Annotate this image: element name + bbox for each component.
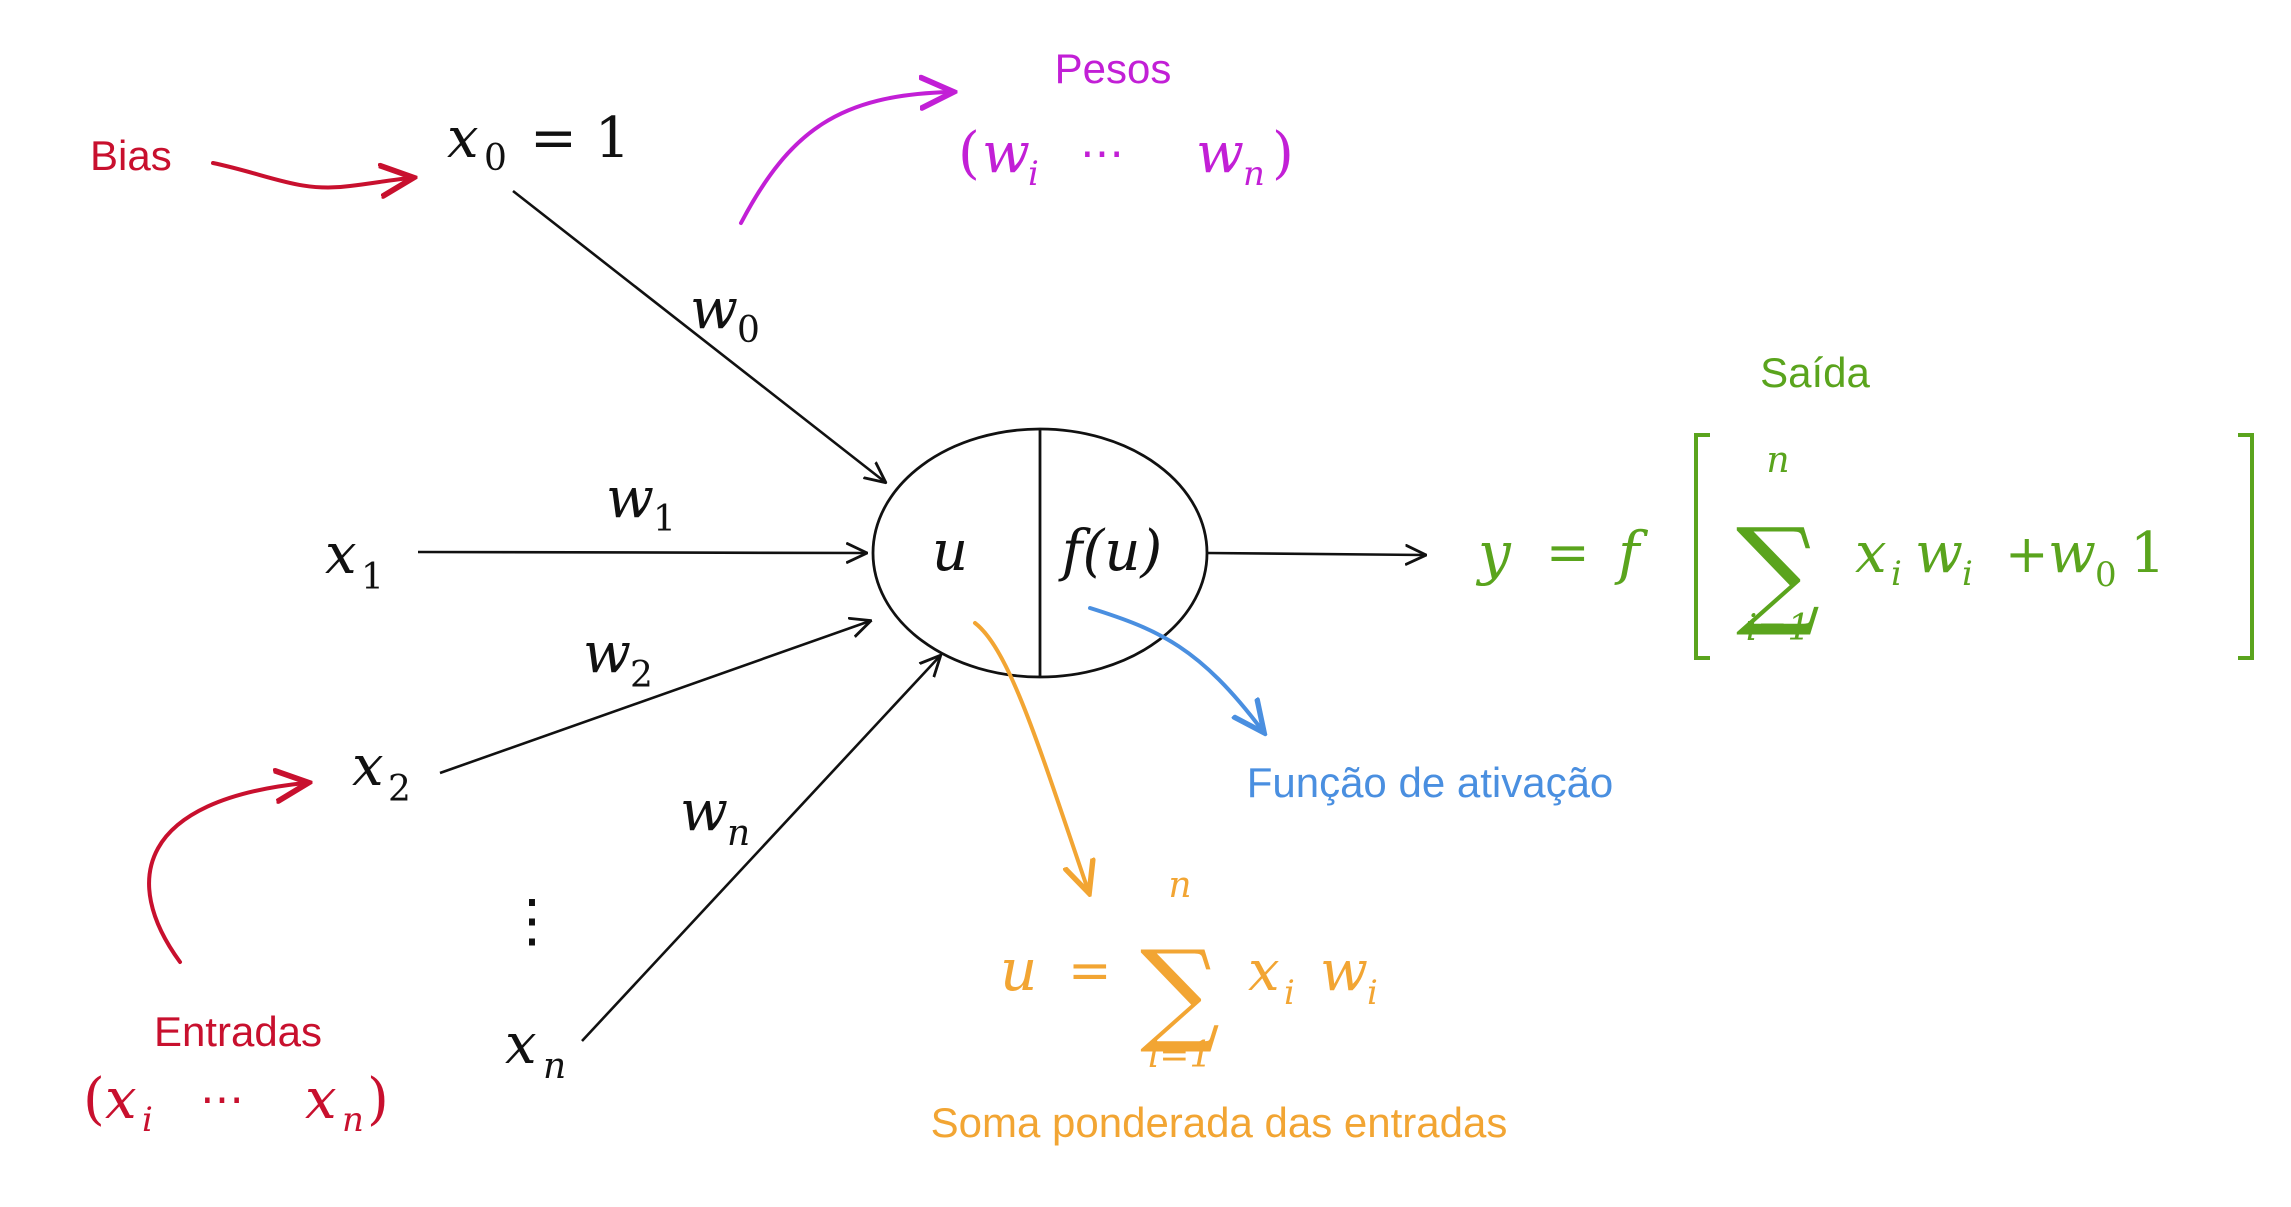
svg-text:1: 1 — [653, 499, 676, 540]
svg-text:1: 1 — [2130, 521, 2166, 586]
svg-text:0: 0 — [2095, 555, 2117, 595]
edge-x0-to-neuron — [512, 189, 885, 482]
svg-text:∑: ∑ — [1736, 502, 1820, 640]
input-x0: x 0 = 1 — [447, 106, 630, 179]
entradas-range: ( x i ⋯ x n ) — [83, 1067, 389, 1140]
svg-text:x: x — [1855, 521, 1887, 586]
edge-xn-to-neuron — [581, 656, 940, 1042]
svg-text:(: ( — [958, 121, 980, 186]
weight-wn: w n — [680, 779, 750, 854]
svg-text:x: x — [352, 734, 384, 799]
svg-text:⋯: ⋯ — [1080, 128, 1124, 179]
svg-text:w: w — [1320, 939, 1368, 1004]
svg-text:): ) — [1272, 121, 1294, 186]
svg-text:n: n — [1168, 865, 1191, 906]
svg-text:1: 1 — [361, 557, 384, 598]
svg-text:∑: ∑ — [1140, 927, 1220, 1057]
svg-text:n: n — [1243, 154, 1265, 194]
svg-text:i: i — [1284, 973, 1295, 1013]
svg-text:n: n — [543, 1046, 566, 1087]
svg-text:n: n — [342, 1100, 364, 1140]
svg-text:x: x — [447, 106, 479, 171]
svg-text:w: w — [1915, 521, 1963, 586]
neuron-sum-label: u — [932, 519, 968, 584]
svg-text:= 1: = 1 — [530, 106, 630, 171]
edge-x1-to-neuron — [417, 552, 866, 553]
svg-text:w: w — [2048, 521, 2096, 586]
input-vdots: ⋮ — [503, 886, 561, 954]
svg-text:x: x — [505, 1012, 537, 1077]
svg-text:⋯: ⋯ — [200, 1074, 244, 1125]
svg-text:w: w — [1196, 121, 1244, 186]
svg-text:): ) — [367, 1067, 389, 1132]
svg-text:2: 2 — [388, 769, 411, 810]
svg-text:x: x — [105, 1067, 137, 1132]
soma-ponderada-label: Soma ponderada das entradas — [931, 1099, 1508, 1146]
svg-text:+: + — [2005, 525, 2049, 585]
funcao-ativacao-label: Função de ativação — [1247, 759, 1614, 806]
svg-text:x: x — [325, 522, 357, 587]
pesos-range: ( w i ⋯ w n ) — [958, 121, 1294, 194]
edge-x2-to-neuron — [439, 621, 870, 775]
weight-w2: w 2 — [583, 621, 653, 696]
bias-label: Bias — [90, 132, 172, 179]
svg-text:i=1: i=1 — [1746, 608, 1811, 649]
output-left-bracket — [1694, 433, 1710, 660]
sum-formula: u = n ∑ i=1 x i w i — [1000, 865, 1378, 1076]
input-x2: x 2 — [352, 734, 411, 810]
pesos-label: Pesos — [1055, 45, 1172, 92]
weight-w1: w 1 — [606, 466, 676, 540]
svg-text:w: w — [606, 466, 654, 531]
input-xn: x n — [505, 1012, 566, 1087]
entradas-arrow — [147, 783, 305, 964]
bias-arrow — [211, 161, 410, 188]
svg-text:i: i — [1367, 973, 1378, 1013]
entradas-label: Entradas — [154, 1008, 322, 1055]
neuron-activation-label: f(u) — [1058, 519, 1163, 584]
svg-text:f: f — [1614, 519, 1649, 587]
svg-text:u: u — [1000, 936, 1037, 1004]
svg-text:w: w — [982, 121, 1030, 186]
svg-text:w: w — [583, 621, 631, 686]
svg-text:0: 0 — [737, 310, 760, 351]
svg-text:(: ( — [83, 1067, 105, 1132]
weight-w0: w 0 — [690, 277, 760, 351]
input-x1: x 1 — [325, 522, 384, 598]
svg-text:i: i — [1891, 554, 1902, 594]
pesos-arrow — [739, 92, 950, 225]
svg-text:x: x — [1248, 939, 1280, 1004]
output-right-bracket — [2238, 433, 2254, 660]
funcao-ativacao-arrow — [1088, 606, 1262, 730]
saida-label: Saída — [1760, 349, 1870, 396]
svg-text:=: = — [1068, 941, 1112, 1001]
output-formula: y = f n ∑ i=1 x i w i + w 0 1 — [1475, 433, 2254, 660]
svg-text:i: i — [1962, 554, 1973, 594]
svg-text:i=1: i=1 — [1148, 1035, 1213, 1076]
svg-text:i: i — [1028, 154, 1039, 194]
svg-text:w: w — [690, 277, 738, 342]
svg-text:=: = — [1546, 523, 1590, 583]
svg-text:y: y — [1475, 519, 1512, 587]
svg-text:2: 2 — [630, 655, 653, 696]
svg-text:n: n — [727, 813, 750, 854]
svg-text:w: w — [680, 779, 728, 844]
edge-neuron-to-output — [1206, 553, 1425, 555]
soma-ponderada-arrow — [973, 621, 1088, 890]
svg-text:n: n — [1766, 440, 1789, 481]
svg-text:i: i — [142, 1100, 153, 1140]
svg-text:x: x — [305, 1067, 337, 1132]
svg-text:0: 0 — [484, 138, 507, 179]
